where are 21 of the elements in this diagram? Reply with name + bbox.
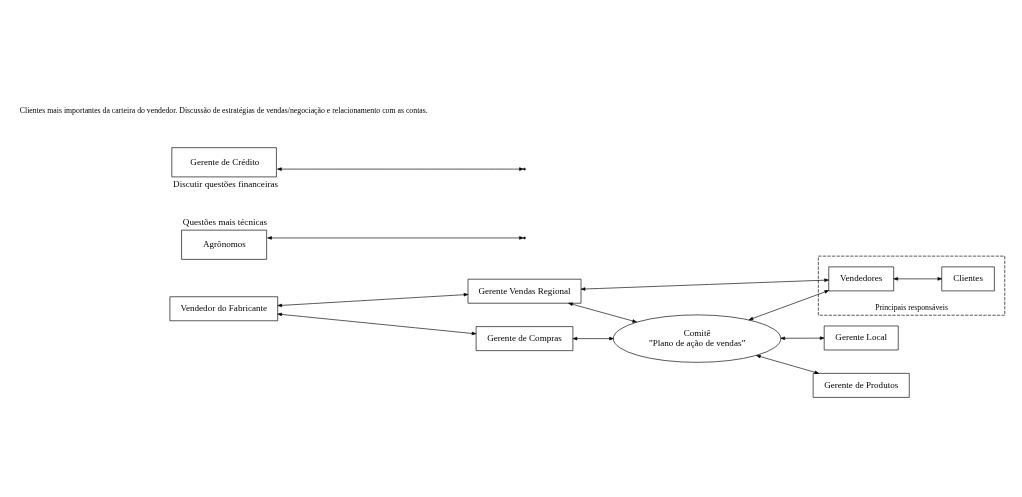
node-box: Vendedores — [828, 266, 894, 292]
node-box: Gerente de Compras — [475, 326, 574, 351]
arrow — [267, 236, 524, 240]
arrow — [277, 293, 469, 308]
arrow — [277, 167, 524, 171]
arrow — [580, 278, 829, 291]
node-box: Clientes — [941, 266, 995, 292]
node-box: Vendedor do Fabricante — [169, 296, 279, 322]
node-box: Gerente de Produtos — [812, 373, 910, 398]
arrow — [748, 290, 830, 321]
arrow — [756, 354, 820, 374]
node-box: Agrônomos — [181, 229, 267, 260]
arrow — [893, 277, 943, 281]
arrow — [277, 312, 477, 336]
node-label: Discutir questões financeiras — [173, 178, 278, 189]
node-box: Gerente Local — [823, 325, 899, 351]
arrow — [568, 302, 637, 323]
arrow — [572, 336, 614, 341]
node-box: Gerente de Crédito — [171, 147, 277, 178]
arrow — [780, 336, 825, 340]
node-label: Questões mais técnicas — [182, 217, 268, 228]
